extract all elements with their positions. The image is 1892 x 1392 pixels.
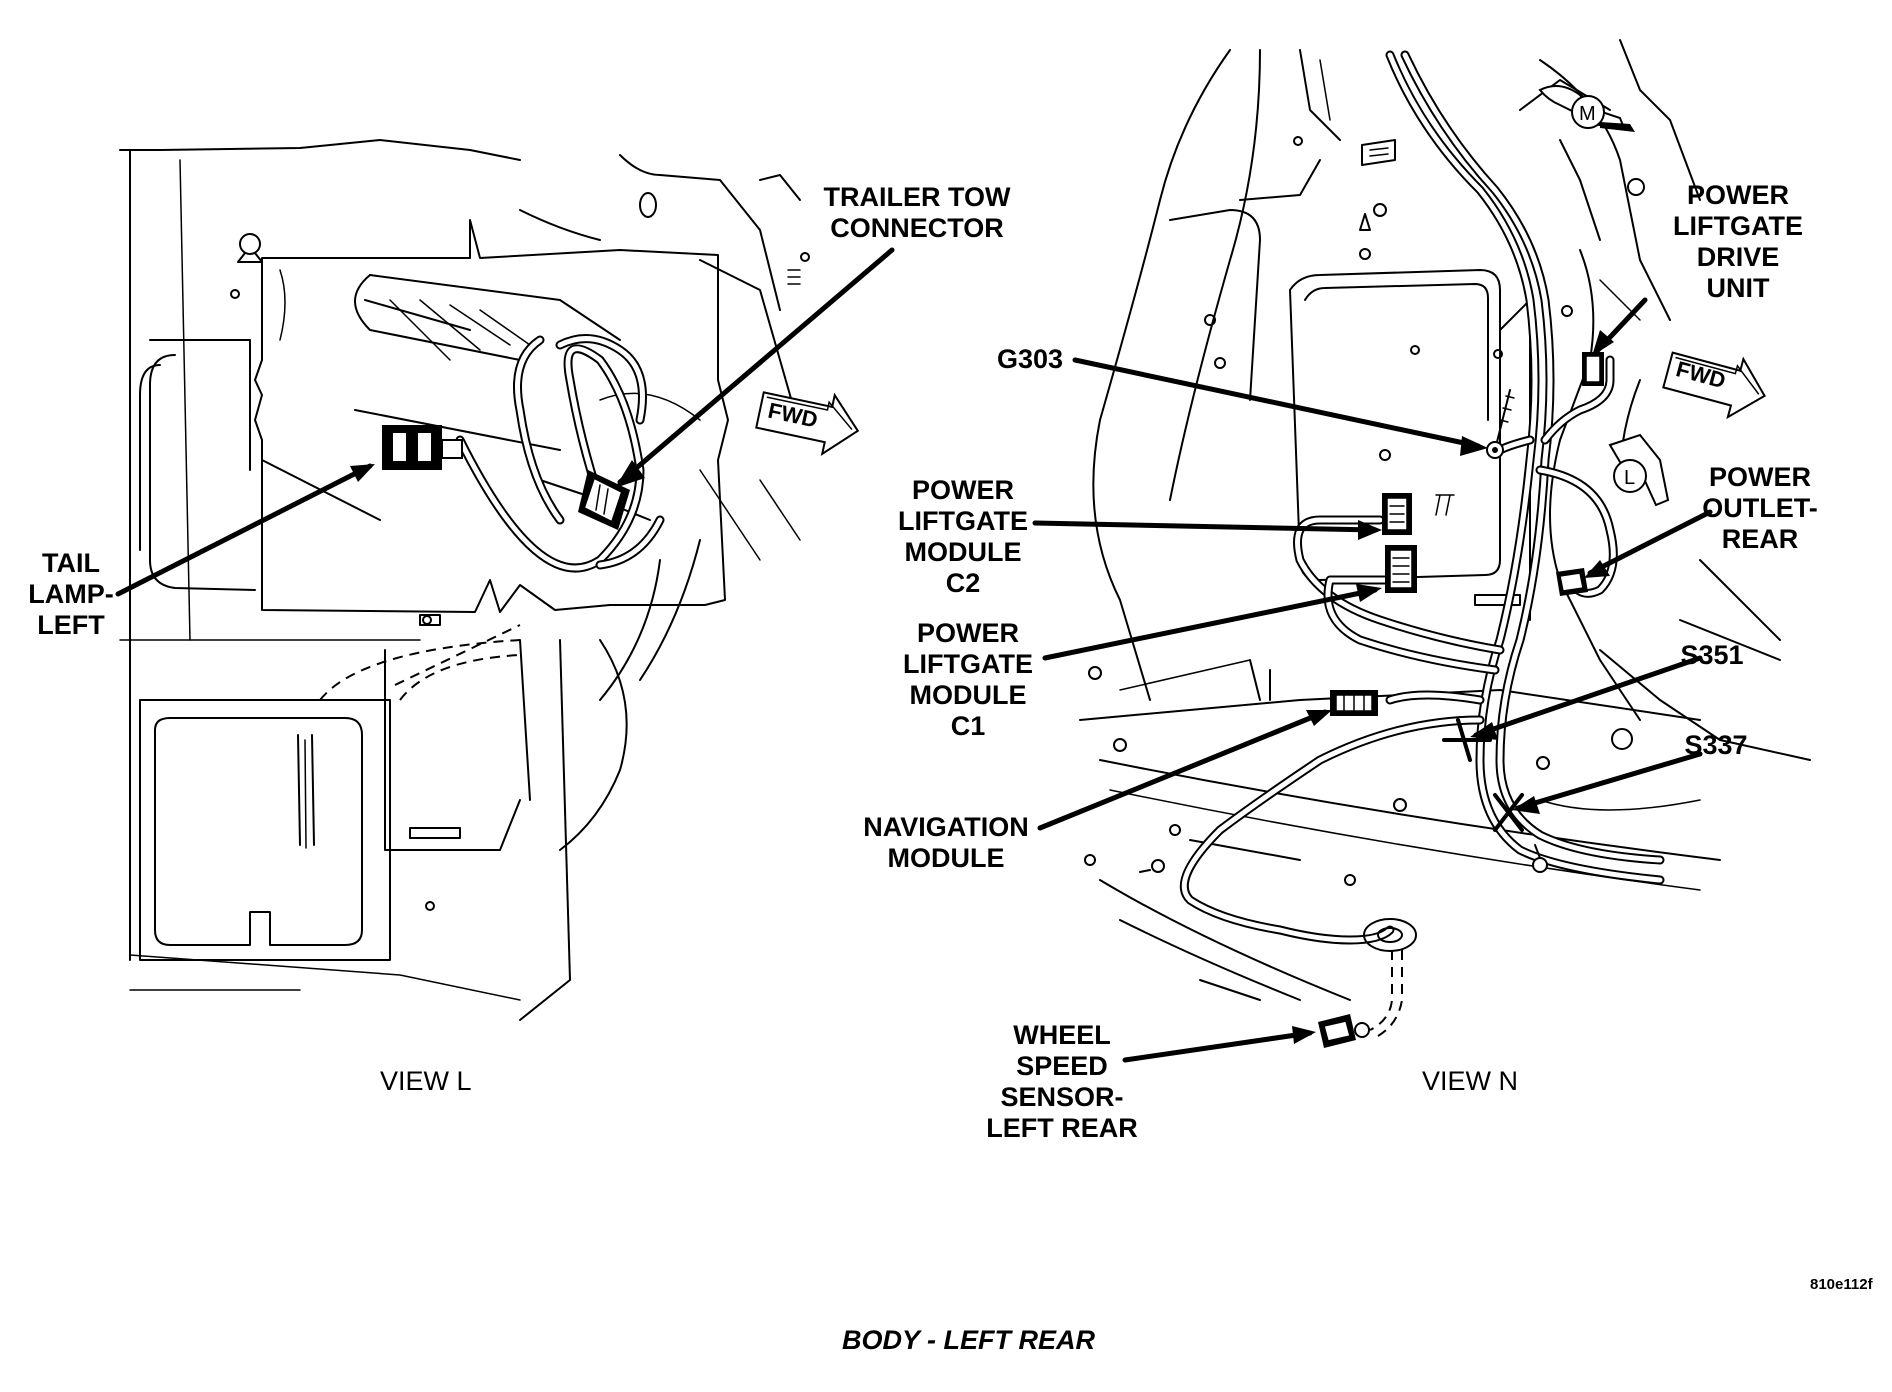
label-line: LEFT REAR — [986, 1113, 1138, 1143]
label-line: C1 — [950, 711, 986, 741]
ground-stud-floor — [1139, 859, 1165, 873]
label-line: NAVIGATION — [863, 812, 1029, 842]
view-n-label: VIEW N — [1422, 1066, 1519, 1096]
tail-lamp-connector — [382, 425, 463, 470]
navigation-module-connector — [1330, 690, 1378, 716]
label-power-liftgate-drive-unit: POWER LIFTGATE DRIVE UNIT — [1658, 180, 1818, 304]
figure-code: 810e112f — [1810, 1276, 1873, 1293]
label-line: OUTLET- — [1702, 493, 1818, 523]
label-line: POWER — [1686, 180, 1789, 210]
s351-splice-marker — [1442, 718, 1492, 762]
label-wheel-speed-sensor-left-rear: WHEEL SPEED SENSOR- LEFT REAR — [980, 1020, 1144, 1144]
label-line: LAMP- — [28, 579, 114, 609]
label-line: LEFT — [37, 610, 105, 640]
s337-splice-marker — [1493, 793, 1524, 832]
label-line: LIFTGATE — [903, 649, 1033, 679]
label-power-outlet-rear: POWER OUTLET- REAR — [1696, 462, 1824, 555]
stud-right-floor — [1532, 844, 1548, 873]
marker-l-text: L — [1624, 467, 1635, 489]
label-line: DRIVE — [1696, 242, 1780, 272]
fwd-arrow-view-l — [755, 391, 860, 457]
wheel-speed-sensor-connector — [1318, 1014, 1370, 1048]
label-line: SPEED — [1016, 1051, 1108, 1081]
view-l-illustration — [119, 139, 860, 1021]
label-line: MODULE — [887, 843, 1005, 873]
label-line: CONNECTOR — [830, 213, 1004, 243]
label-trailer-tow-connector: TRAILER TOW CONNECTOR — [822, 182, 1012, 244]
label-navigation-module: NAVIGATION MODULE — [860, 812, 1032, 874]
label-s351: S351 — [1680, 640, 1744, 670]
label-line: POWER — [916, 618, 1019, 648]
fwd-arrow-view-n — [1662, 351, 1766, 420]
label-line: MODULE — [909, 680, 1027, 710]
power-liftgate-module-c2-connector — [1382, 493, 1455, 535]
label-line: MODULE — [904, 537, 1022, 567]
label-line: SENSOR- — [1000, 1082, 1124, 1112]
label-line: TRAILER TOW — [823, 182, 1011, 212]
label-line: WHEEL — [1013, 1020, 1111, 1050]
view-n-illustration — [1079, 39, 1811, 1048]
power-outlet-rear-connector — [1556, 568, 1588, 596]
label-power-liftgate-module-c2: POWER LIFTGATE MODULE C2 — [878, 475, 1048, 599]
label-line: POWER — [911, 475, 1014, 505]
label-tail-lamp-left: TAIL LAMP- LEFT — [26, 548, 116, 641]
marker-l-circle — [1613, 459, 1647, 493]
label-line: UNIT — [1706, 273, 1770, 303]
g303-ground-stud — [1486, 389, 1515, 459]
label-line: TAIL — [42, 548, 100, 578]
leader-lines — [115, 247, 1713, 1063]
label-line: LIFTGATE — [898, 506, 1028, 536]
power-liftgate-module-c1-connector — [1385, 545, 1417, 593]
marker-m-text: M — [1579, 103, 1596, 125]
label-line: POWER — [1708, 462, 1811, 492]
figure-caption: BODY - LEFT REAR — [842, 1325, 1096, 1355]
view-l-label: VIEW L — [380, 1066, 472, 1096]
marker-m-circle — [1571, 95, 1605, 129]
label-line: REAR — [1721, 524, 1799, 554]
label-power-liftgate-module-c1: POWER LIFTGATE MODULE C1 — [883, 618, 1053, 742]
label-line: C2 — [945, 568, 981, 598]
label-line: LIFTGATE — [1673, 211, 1803, 241]
power-liftgate-drive-unit-connector — [1582, 352, 1604, 386]
label-g303: G303 — [996, 344, 1064, 374]
label-s337: S337 — [1684, 730, 1748, 760]
